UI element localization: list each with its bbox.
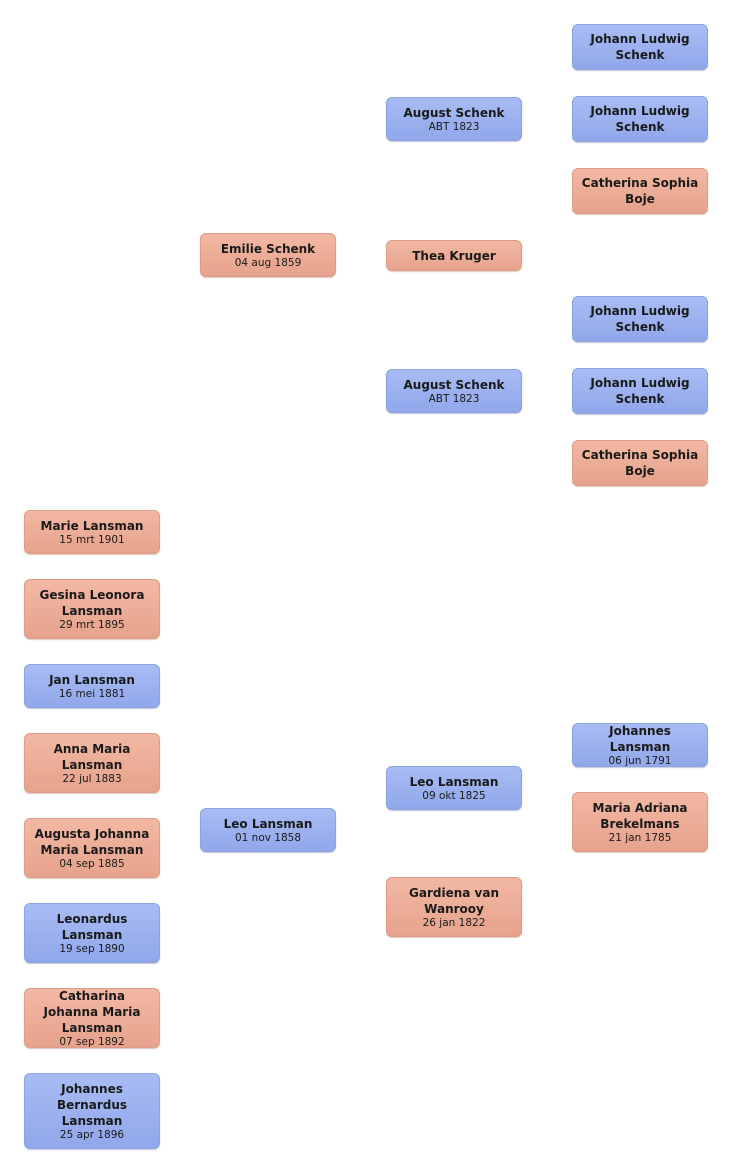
- person-date: 04 aug 1859: [234, 256, 302, 269]
- person-name: Johann Ludwig Schenk: [590, 376, 690, 406]
- person-name: Maria Adriana Brekelmans: [592, 800, 688, 831]
- person-name: Catherina Sophia Boje: [581, 448, 699, 478]
- person-date: 09 okt 1825: [422, 789, 486, 802]
- person-card[interactable]: Augusta Johanna Maria Lansman 04 sep 188…: [24, 818, 160, 878]
- person-name: Thea Kruger: [412, 248, 496, 263]
- person-card[interactable]: Thea Kruger: [386, 240, 522, 271]
- person-date: 26 jan 1822: [422, 916, 486, 929]
- person-card[interactable]: Gesina Leonora Lansman 29 mrt 1895: [24, 579, 160, 639]
- person-card[interactable]: Emilie Schenk 04 aug 1859: [200, 233, 336, 277]
- person-card[interactable]: Leonardus Lansman 19 sep 1890: [24, 903, 160, 963]
- person-card[interactable]: Catherina Sophia Boje: [572, 440, 708, 486]
- person-name: Johann Ludwig Schenk: [590, 104, 690, 134]
- person-card[interactable]: Jan Lansman 16 mei 1881: [24, 664, 160, 708]
- person-name: Catharina Johanna Maria Lansman: [43, 988, 141, 1035]
- person-card[interactable]: Anna Maria Lansman 22 jul 1883: [24, 733, 160, 793]
- person-date: 21 jan 1785: [608, 831, 672, 844]
- person-name: Johann Ludwig Schenk: [590, 304, 690, 334]
- person-name: Jan Lansman: [49, 672, 135, 687]
- person-name: Leonardus Lansman: [56, 911, 128, 942]
- person-name: Gardiena van Wanrooy: [409, 885, 499, 916]
- person-card[interactable]: Catharina Johanna Maria Lansman 07 sep 1…: [24, 988, 160, 1048]
- person-name: Johann Ludwig Schenk: [590, 32, 690, 62]
- person-card[interactable]: Leo Lansman 09 okt 1825: [386, 766, 522, 810]
- person-date: 29 mrt 1895: [59, 618, 125, 631]
- person-card[interactable]: Johann Ludwig Schenk: [572, 24, 708, 70]
- person-date: 15 mrt 1901: [59, 533, 125, 546]
- person-card[interactable]: Marie Lansman 15 mrt 1901: [24, 510, 160, 554]
- person-card[interactable]: Johannes Lansman 06 jun 1791: [572, 723, 708, 767]
- person-date: 25 apr 1896: [59, 1128, 125, 1141]
- person-name: Leo Lansman: [223, 816, 313, 831]
- person-date: 07 sep 1892: [59, 1035, 125, 1048]
- person-name: Johannes Bernardus Lansman: [56, 1081, 128, 1128]
- person-name: Catherina Sophia Boje: [581, 176, 699, 206]
- person-name: Gesina Leonora Lansman: [39, 587, 145, 618]
- person-card[interactable]: Johannes Bernardus Lansman 25 apr 1896: [24, 1073, 160, 1149]
- person-date: 22 jul 1883: [62, 772, 122, 785]
- person-date: 19 sep 1890: [59, 942, 125, 955]
- person-name: Marie Lansman: [40, 518, 144, 533]
- person-card[interactable]: Johann Ludwig Schenk: [572, 296, 708, 342]
- person-name: August Schenk: [403, 377, 505, 392]
- person-date: ABT 1823: [428, 120, 480, 133]
- person-card[interactable]: Maria Adriana Brekelmans 21 jan 1785: [572, 792, 708, 852]
- person-card[interactable]: August Schenk ABT 1823: [386, 97, 522, 141]
- person-name: Johannes Lansman: [609, 723, 671, 754]
- person-name: Emilie Schenk: [220, 241, 316, 256]
- person-name: Anna Maria Lansman: [53, 741, 131, 772]
- person-card[interactable]: Catherina Sophia Boje: [572, 168, 708, 214]
- person-card[interactable]: August Schenk ABT 1823: [386, 369, 522, 413]
- person-card[interactable]: Leo Lansman 01 nov 1858: [200, 808, 336, 852]
- person-name: August Schenk: [403, 105, 505, 120]
- person-card[interactable]: Johann Ludwig Schenk: [572, 368, 708, 414]
- person-date: 01 nov 1858: [234, 831, 302, 844]
- person-card[interactable]: Johann Ludwig Schenk: [572, 96, 708, 142]
- person-card[interactable]: Gardiena van Wanrooy 26 jan 1822: [386, 877, 522, 937]
- person-date: 16 mei 1881: [58, 687, 126, 700]
- person-date: 06 jun 1791: [608, 754, 672, 767]
- person-name: Augusta Johanna Maria Lansman: [34, 826, 150, 857]
- person-date: ABT 1823: [428, 392, 480, 405]
- person-name: Leo Lansman: [409, 774, 499, 789]
- person-date: 04 sep 1885: [59, 857, 125, 870]
